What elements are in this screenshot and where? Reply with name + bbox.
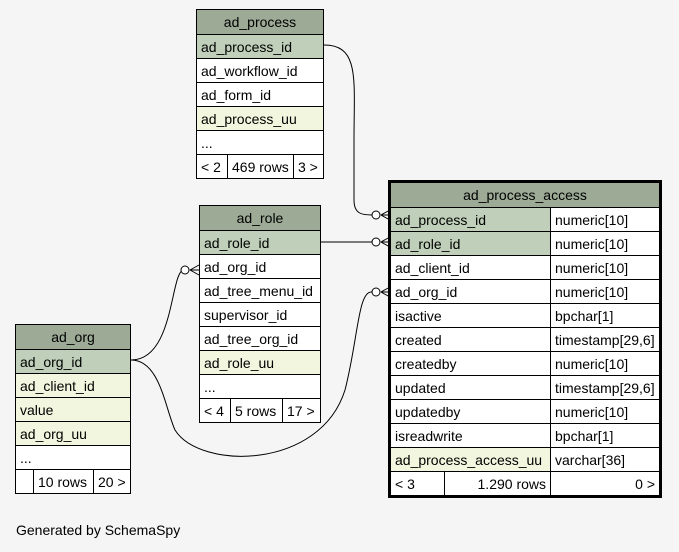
column-name[interactable]: isreadwrite bbox=[395, 428, 463, 444]
more-columns: ... bbox=[201, 135, 213, 151]
column-name[interactable]: ad_process_uu bbox=[201, 111, 297, 127]
link-ad-org-to-role bbox=[130, 269, 185, 361]
optional-marker bbox=[180, 265, 190, 275]
table-footer: < 3 1.290 rows 0 > bbox=[391, 471, 659, 495]
column-type: bpchar[1] bbox=[550, 424, 659, 447]
optional-marker bbox=[371, 287, 381, 297]
generated-by-label: Generated by SchemaSpy bbox=[16, 522, 181, 538]
column-type: numeric[10] bbox=[550, 352, 659, 375]
table-header[interactable]: ad_process_access bbox=[391, 183, 659, 207]
column-type: numeric[10] bbox=[550, 280, 659, 303]
column-name[interactable]: ad_role_id bbox=[395, 236, 461, 252]
table-header[interactable]: ad_process bbox=[197, 10, 323, 34]
table-ad-process[interactable]: ad_process ad_process_id ad_workflow_id … bbox=[196, 9, 324, 179]
column-type: numeric[10] bbox=[550, 400, 659, 423]
column-type: timestamp[29,6] bbox=[550, 328, 659, 351]
crowfoot-ad-org-id-role bbox=[189, 264, 200, 276]
column-type: timestamp[29,6] bbox=[550, 376, 659, 399]
parents-count[interactable]: < 4 bbox=[204, 403, 224, 419]
column-type: numeric[10] bbox=[550, 208, 659, 231]
row-count: 1.290 rows bbox=[444, 472, 550, 495]
optional-marker bbox=[371, 210, 381, 220]
column-name[interactable]: ad_client_id bbox=[395, 260, 470, 276]
row-count: 469 rows bbox=[227, 155, 293, 178]
row-count: 5 rows bbox=[230, 399, 282, 422]
parents-count[interactable]: < 3 bbox=[395, 476, 415, 492]
column-name[interactable]: ad_tree_org_id bbox=[204, 331, 299, 347]
column-name[interactable]: ad_process_access_uu bbox=[395, 452, 543, 468]
column-name[interactable]: ad_role_id bbox=[204, 235, 270, 251]
column-name[interactable]: supervisor_id bbox=[204, 307, 288, 323]
column-name[interactable]: ad_client_id bbox=[20, 378, 95, 394]
children-count[interactable]: 17 > bbox=[282, 399, 320, 422]
more-columns: ... bbox=[204, 379, 216, 395]
column-type: numeric[10] bbox=[550, 256, 659, 279]
table-footer: < 2 469 rows 3 > bbox=[197, 154, 323, 178]
link-ad-process-id bbox=[323, 44, 373, 216]
column-name[interactable]: ad_org_id bbox=[395, 284, 458, 300]
table-header[interactable]: ad_role bbox=[200, 206, 320, 230]
column-name[interactable]: created bbox=[395, 332, 442, 348]
table-ad-process-access[interactable]: ad_process_access ad_process_id numeric[… bbox=[388, 180, 662, 498]
column-name[interactable]: ad_org_uu bbox=[20, 426, 87, 442]
optional-marker bbox=[371, 237, 381, 247]
children-count[interactable]: 3 > bbox=[293, 155, 323, 178]
column-name[interactable]: value bbox=[20, 402, 54, 418]
column-name[interactable]: createdby bbox=[395, 356, 457, 372]
column-name[interactable]: ad_org_id bbox=[204, 259, 267, 275]
table-header[interactable]: ad_org bbox=[16, 325, 130, 349]
table-ad-role[interactable]: ad_role ad_role_id ad_org_id ad_tree_men… bbox=[199, 205, 321, 423]
column-name[interactable]: ad_form_id bbox=[201, 87, 272, 103]
column-name[interactable]: updatedby bbox=[395, 404, 461, 420]
parents-count[interactable]: < 2 bbox=[201, 159, 221, 175]
more-columns: ... bbox=[20, 450, 32, 466]
table-footer: 10 rows 20 > bbox=[16, 469, 130, 493]
table-ad-org[interactable]: ad_org ad_org_id ad_client_id value ad_o… bbox=[15, 324, 131, 494]
column-name[interactable]: updated bbox=[395, 380, 446, 396]
column-name[interactable]: ad_org_id bbox=[20, 354, 83, 370]
column-name[interactable]: ad_role_uu bbox=[204, 355, 275, 371]
column-type: numeric[10] bbox=[550, 232, 659, 255]
column-name[interactable]: isactive bbox=[395, 308, 442, 324]
column-type: bpchar[1] bbox=[550, 304, 659, 327]
children-count[interactable]: 20 > bbox=[93, 470, 130, 493]
parents-count[interactable] bbox=[16, 470, 33, 493]
table-footer: < 4 5 rows 17 > bbox=[200, 398, 320, 422]
link-ad-org-to-access bbox=[130, 291, 373, 457]
column-type: varchar[36] bbox=[550, 448, 659, 471]
column-name[interactable]: ad_workflow_id bbox=[201, 63, 298, 79]
column-name[interactable]: ad_process_id bbox=[201, 39, 293, 55]
column-name[interactable]: ad_tree_menu_id bbox=[204, 283, 313, 299]
children-count[interactable]: 0 > bbox=[550, 472, 659, 495]
row-count: 10 rows bbox=[33, 470, 93, 493]
column-name[interactable]: ad_process_id bbox=[395, 212, 487, 228]
